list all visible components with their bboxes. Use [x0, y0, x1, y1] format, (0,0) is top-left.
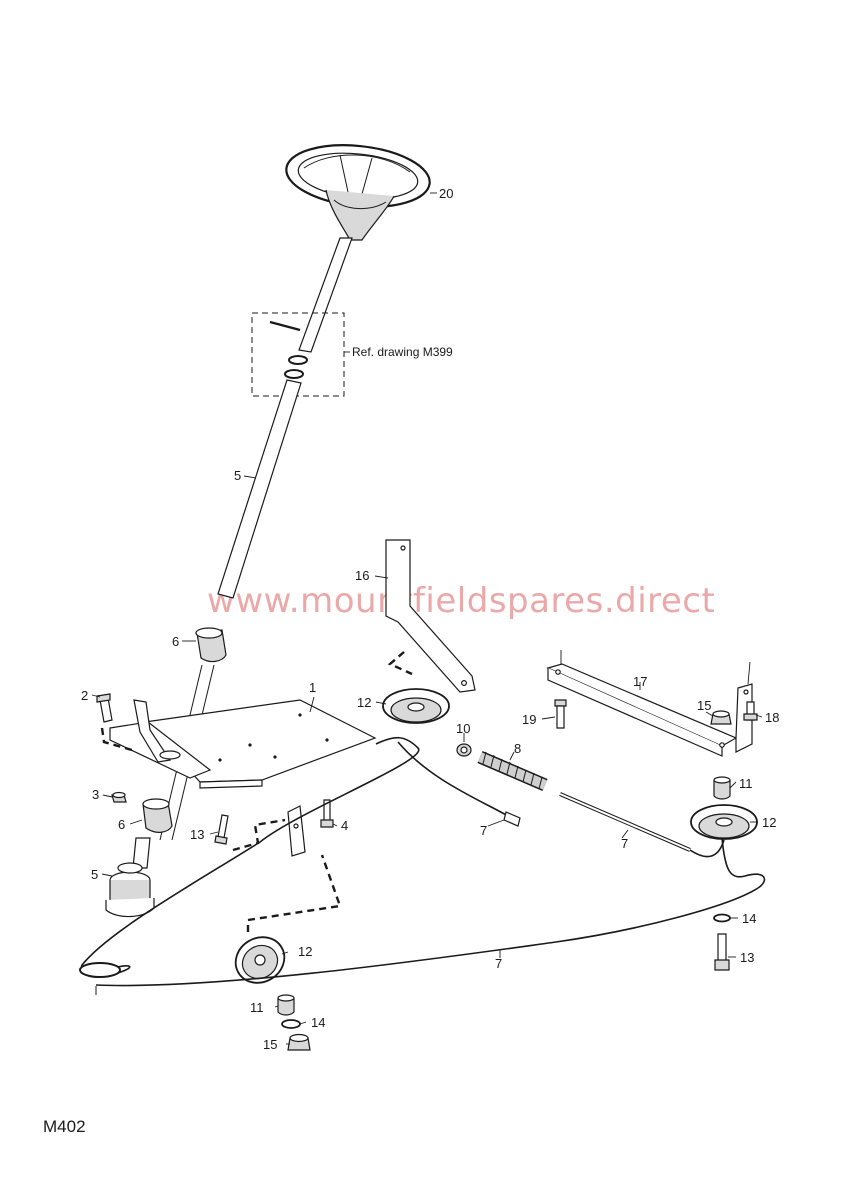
reference-note: Ref. drawing M399: [352, 345, 453, 359]
callout-15-bottom: 15: [263, 1037, 277, 1052]
steering-mounting-plate: [109, 699, 377, 857]
reference-box: [251, 312, 345, 397]
bolt-2: [96, 693, 113, 723]
callout-11-bottom: 11: [250, 1000, 264, 1015]
lower-steering-shaft: [217, 379, 302, 599]
callout-7-loop: 7: [495, 956, 502, 971]
shaft-washers: [284, 355, 308, 379]
callout-3: 3: [92, 787, 99, 802]
idler-pulley-top: [382, 688, 450, 724]
callout-5-pulley: 5: [91, 867, 98, 882]
callout-1: 1: [309, 680, 316, 695]
drawing-code: M402: [43, 1117, 86, 1136]
bolt-13-right: [714, 933, 730, 971]
callout-14-bottom: 14: [311, 1015, 325, 1030]
idler-pulley-bottom: [234, 936, 286, 984]
callout-13-left: 13: [190, 827, 204, 842]
threaded-rod: [559, 792, 691, 852]
bolt-4: [320, 799, 334, 828]
shaft-bush-lower: [142, 798, 173, 833]
bolt-19: [554, 699, 567, 729]
idler-pulley-right: [690, 804, 758, 840]
callout-16: 16: [355, 568, 369, 583]
callout-14-right: 14: [742, 911, 756, 926]
callout-20: 20: [439, 186, 453, 201]
steering-wheel: [285, 144, 431, 241]
callout-12-bottom: 12: [298, 944, 312, 959]
callout-13-right: 13: [740, 950, 754, 965]
callout-11-right: 11: [739, 776, 753, 791]
nut-15-bottom: [287, 1033, 311, 1051]
spacer-11-bottom: [277, 994, 295, 1016]
bracket-16: [385, 539, 476, 693]
callout-5-shaft: 5: [234, 468, 241, 483]
washer-14-right: [713, 913, 731, 923]
callout-19: 19: [522, 712, 536, 727]
bolt-13-left: [214, 814, 229, 845]
callout-6-lower: 6: [118, 817, 125, 832]
steering-cable-loop: [79, 736, 766, 995]
nut-10: [456, 743, 472, 757]
callout-10: 10: [456, 721, 470, 736]
steering-pinion-pulley: [105, 837, 155, 918]
callout-17: 17: [633, 674, 647, 689]
callout-12-right: 12: [762, 815, 776, 830]
roll-pin: [269, 320, 301, 332]
callout-4: 4: [341, 818, 348, 833]
tension-spring: [477, 751, 548, 791]
nut-15-right: [710, 710, 732, 725]
callout-7-rod: 7: [621, 836, 628, 851]
shaft-bush-upper: [195, 627, 227, 663]
bracket-17: [546, 663, 753, 757]
callout-2: 2: [81, 688, 88, 703]
callout-8: 8: [514, 741, 521, 756]
callout-12-top: 12: [357, 695, 371, 710]
callout-15-right: 15: [697, 698, 711, 713]
cable-end-fitting: [503, 811, 521, 827]
callout-7-cable-end: 7: [480, 823, 487, 838]
bolt-18: [743, 701, 758, 721]
callout-6-upper: 6: [172, 634, 179, 649]
nut-3: [111, 791, 127, 803]
watermark-text: www.mountfieldspares.direct: [207, 581, 715, 621]
washer-14-bottom: [281, 1019, 301, 1029]
callout-18: 18: [765, 710, 779, 725]
spacer-11-right: [713, 776, 731, 800]
